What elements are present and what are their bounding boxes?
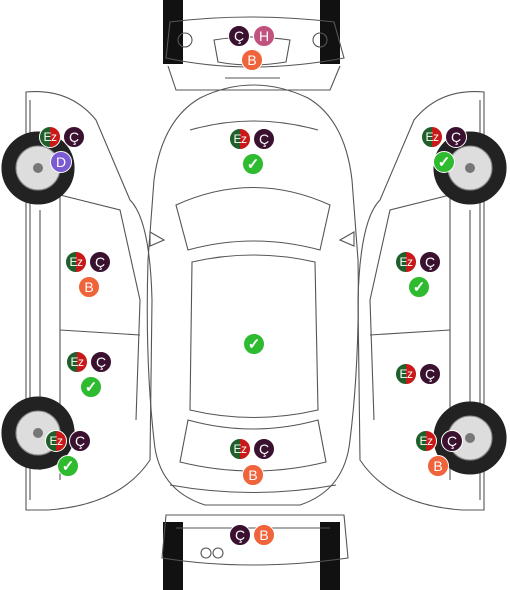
left-rear-fender-ez-badge[interactable]: Ez <box>45 430 67 452</box>
trunk-b-badge[interactable]: B <box>242 464 264 486</box>
rear-bumper-b-badge[interactable]: B <box>253 524 275 546</box>
left-front-fender-ez-badge[interactable]: Ez <box>39 126 61 148</box>
roof-ok-badge[interactable]: ✓ <box>243 333 265 355</box>
rear-bumper-view <box>161 514 349 590</box>
front-bumper-b-badge[interactable]: B <box>241 49 263 71</box>
hood-ok-badge[interactable]: ✓ <box>242 153 264 175</box>
right-rear-door-c-badge[interactable]: Ç <box>419 363 441 385</box>
front-bumper-view <box>163 0 345 91</box>
hood-ez-badge[interactable]: Ez <box>229 128 251 150</box>
right-front-door-ok-badge[interactable]: ✓ <box>408 276 430 298</box>
left-rear-door-ez-badge[interactable]: Ez <box>66 351 88 373</box>
front-bumper-h-badge[interactable]: H <box>253 25 275 47</box>
left-rear-fender-ok-badge[interactable]: ✓ <box>57 455 79 477</box>
left-front-door-ez-badge[interactable]: Ez <box>65 251 87 273</box>
left-rear-door-ok-badge[interactable]: ✓ <box>80 376 102 398</box>
right-front-door-ez-badge[interactable]: Ez <box>395 251 417 273</box>
right-front-fender-ok-badge[interactable]: ✓ <box>433 151 455 173</box>
left-rear-fender-c-badge[interactable]: Ç <box>69 430 91 452</box>
trunk-c-badge[interactable]: Ç <box>253 438 275 460</box>
right-front-fender-c-badge[interactable]: Ç <box>445 126 467 148</box>
hood-c-badge[interactable]: Ç <box>253 128 275 150</box>
left-front-door-c-badge[interactable]: Ç <box>89 251 111 273</box>
rear-bumper-c-badge[interactable]: Ç <box>229 524 251 546</box>
right-rear-fender-b-badge[interactable]: B <box>427 455 449 477</box>
left-rear-door-c-badge[interactable]: Ç <box>90 351 112 373</box>
right-side-view <box>357 91 507 511</box>
left-front-fender-c-badge[interactable]: Ç <box>63 126 85 148</box>
right-front-fender-ez-badge[interactable]: Ez <box>421 126 443 148</box>
left-front-fender-d-badge[interactable]: D <box>50 151 72 173</box>
front-bumper-c-badge[interactable]: Ç <box>228 25 250 47</box>
right-rear-fender-ez-badge[interactable]: Ez <box>415 430 437 452</box>
right-rear-door-ez-badge[interactable]: Ez <box>395 363 417 385</box>
left-front-door-b-badge[interactable]: B <box>78 276 100 298</box>
right-front-door-c-badge[interactable]: Ç <box>419 251 441 273</box>
trunk-ez-badge[interactable]: Ez <box>229 438 251 460</box>
top-view-car <box>146 84 359 506</box>
right-rear-fender-c-badge[interactable]: Ç <box>441 430 463 452</box>
